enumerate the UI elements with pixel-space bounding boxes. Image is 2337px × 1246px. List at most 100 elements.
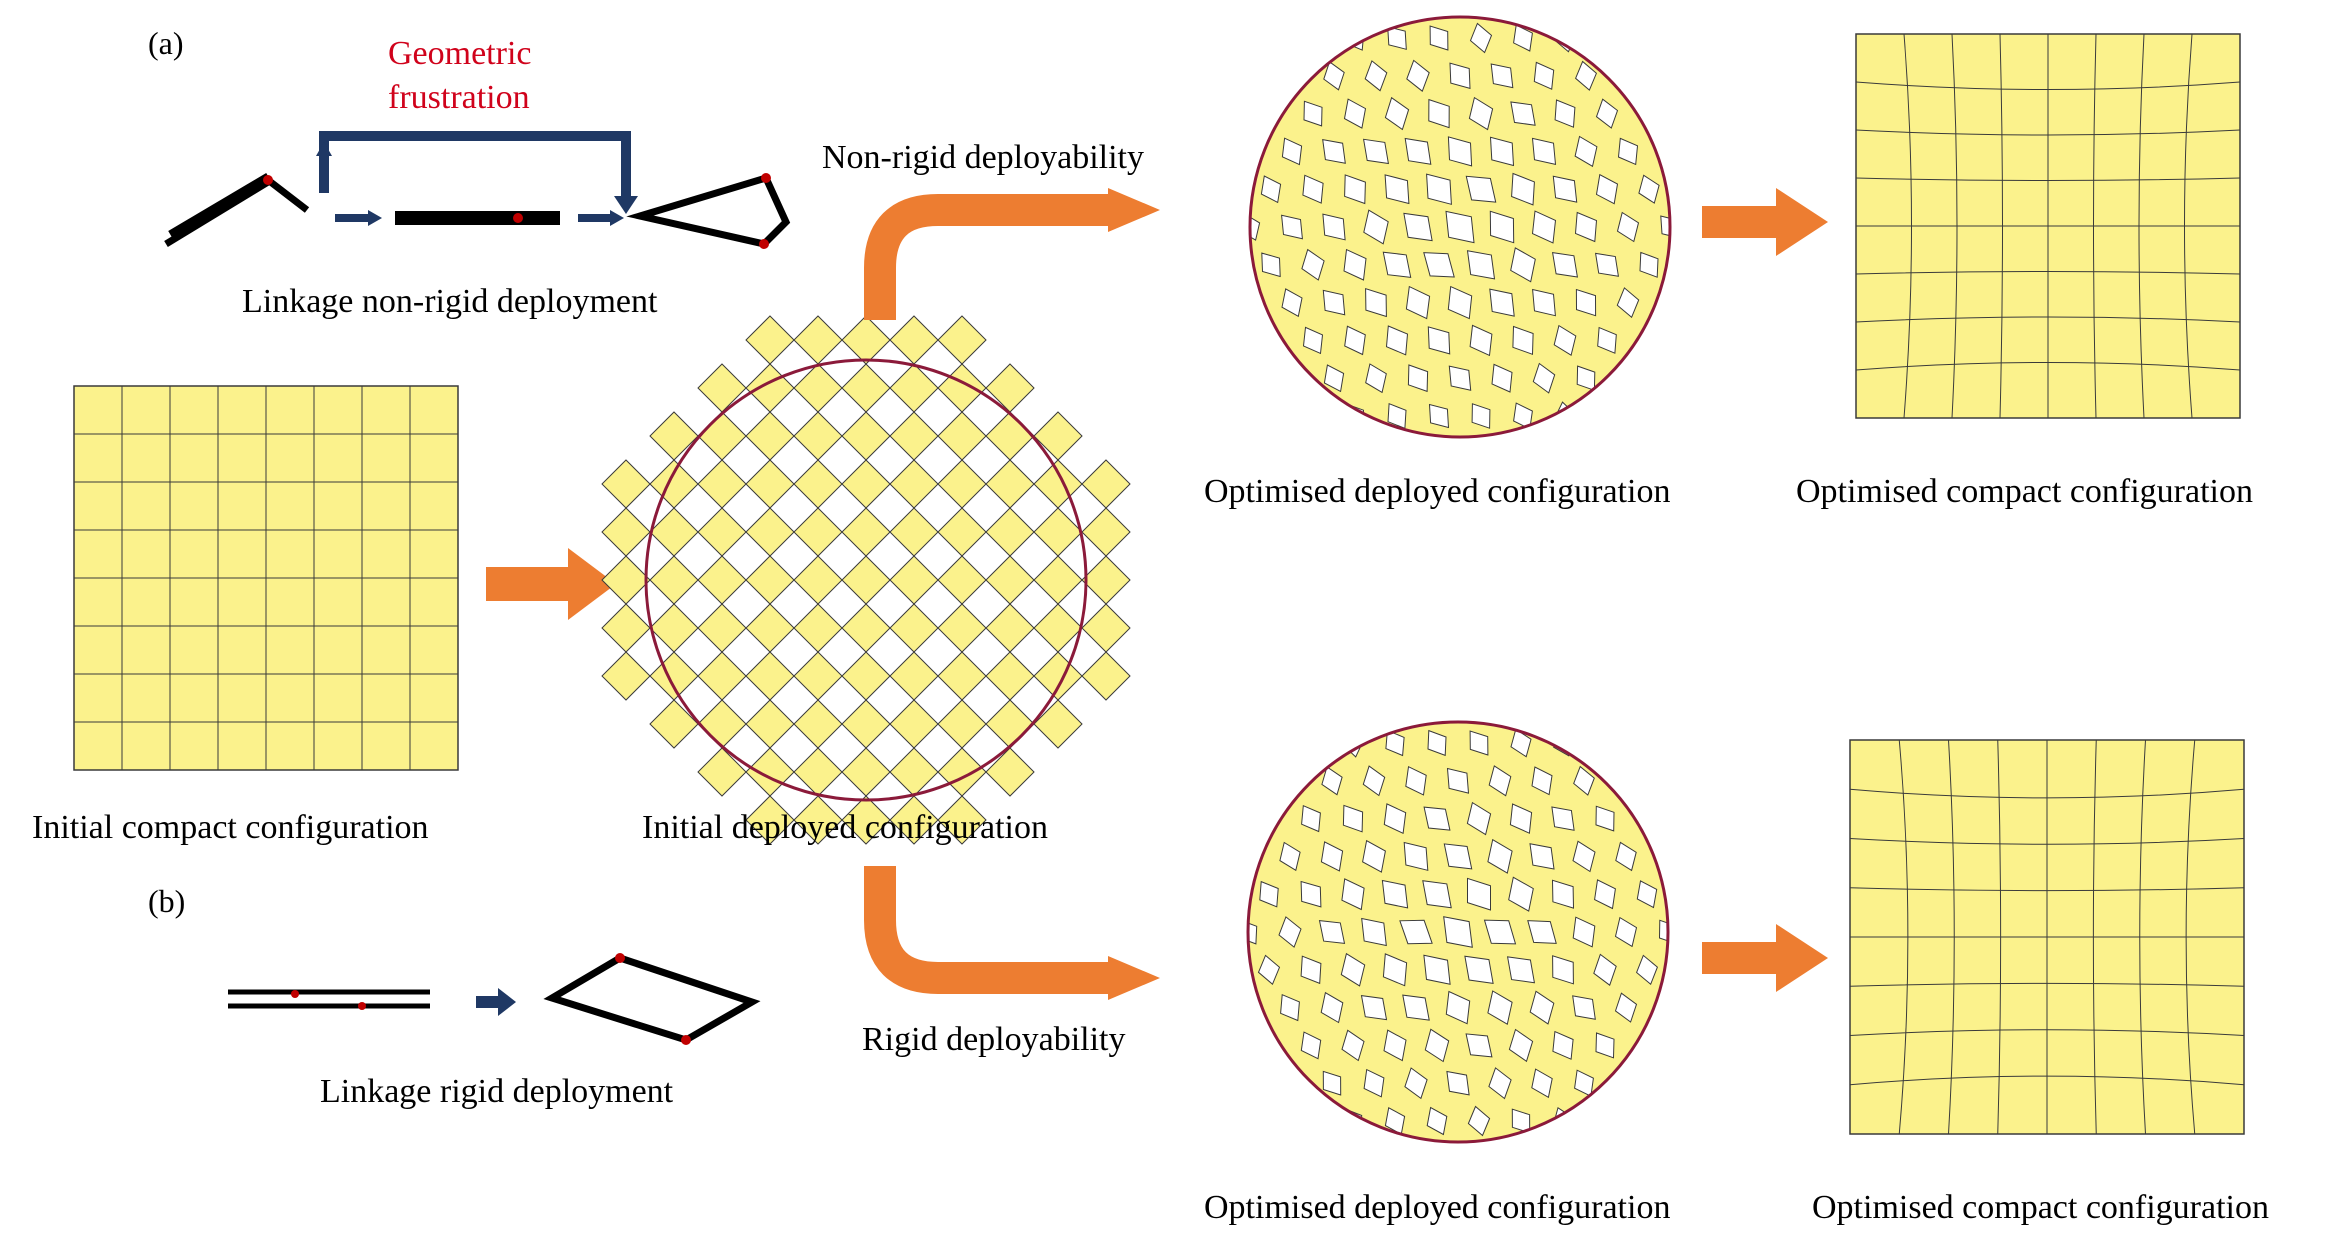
gap-cell [1551, 252, 1579, 278]
gap-cell [1467, 877, 1491, 911]
gap-cell [1404, 137, 1432, 165]
gap-cell [1426, 1106, 1448, 1136]
diamond-tile [793, 795, 843, 845]
gap-cell [1384, 1107, 1406, 1135]
gap-cell [1532, 362, 1556, 394]
linkage-triangle [626, 173, 791, 249]
gap-cell [1554, 99, 1576, 128]
gap-cell [1446, 1070, 1470, 1096]
gap-cell [1407, 364, 1429, 393]
linkage-rigid-diagram: Linkage rigid deployment [228, 953, 761, 1110]
gap-cell [1527, 920, 1557, 944]
gap-cell [1428, 403, 1450, 429]
gap-cell [1322, 138, 1346, 164]
hinge-dot [615, 953, 625, 963]
gap-cell [1658, 919, 1668, 945]
diamond-tile [1081, 555, 1131, 605]
gap-cell [1360, 995, 1388, 1021]
rigid-deployability-label: Rigid deployability [862, 1021, 1125, 1058]
geometric-frustration-label-2: frustration [388, 79, 530, 116]
opt-deployed-bottom-label: Optimised deployed configuration [1204, 1189, 1670, 1226]
gap-cell [1278, 916, 1302, 948]
gap-cell [1552, 175, 1578, 203]
gap-cell [1574, 1069, 1594, 1097]
diamond-tile [601, 507, 651, 557]
gap-cell [1402, 994, 1430, 1021]
gap-cell [1320, 991, 1344, 1024]
diamond-tile [841, 459, 891, 509]
gap-cell [1443, 843, 1473, 870]
gap-cell [1322, 289, 1346, 316]
diamond-tile [937, 459, 987, 509]
diamond-tile [745, 603, 795, 653]
gap-cell [1660, 215, 1670, 239]
gap-cell [1322, 213, 1346, 241]
hinge-dot [759, 239, 769, 249]
opt-compact-top-label: Optimised compact configuration [1796, 473, 2253, 510]
gap-cell [1576, 365, 1596, 391]
panel-label-b: (b) [148, 883, 185, 919]
gap-cell [1529, 843, 1555, 870]
gap-cell [1531, 766, 1553, 796]
diamond-tile [889, 411, 939, 461]
gap-cell [1508, 1028, 1534, 1063]
gap-cell [1423, 954, 1451, 985]
optimised-compact-top [1855, 33, 2241, 419]
gap-cell [1341, 1029, 1365, 1062]
diamond-tile [889, 795, 939, 845]
gap-cell [1387, 402, 1407, 430]
gap-cell [1302, 326, 1324, 355]
gap-cell [1553, 324, 1577, 356]
gap-cell [1594, 252, 1620, 277]
diamond-tile [889, 315, 939, 365]
diamond-tile [793, 699, 843, 749]
gap-cell [1302, 174, 1324, 204]
gap-cell [1257, 954, 1281, 986]
opt-deployed-top-label: Optimised deployed configuration [1204, 473, 1670, 510]
gap-cell [1572, 840, 1596, 873]
diamond-tile [601, 459, 651, 509]
gap-cell [1467, 1105, 1491, 1137]
diamond-tile [1081, 603, 1131, 653]
gap-cell [1341, 878, 1365, 911]
diamond-tile [937, 603, 987, 653]
gap-cell [1531, 137, 1557, 166]
initial-compact-grid [73, 385, 459, 771]
diamond-tile [841, 555, 891, 605]
diamond-tile [841, 747, 891, 797]
diamond-tile [745, 651, 795, 701]
diamond-tile [937, 555, 987, 605]
diamond-tile [793, 315, 843, 365]
gap-cell [1403, 841, 1429, 871]
gap-cell [1616, 211, 1640, 243]
diamond-tile [697, 459, 747, 509]
gap-cell [1595, 805, 1615, 832]
gap-cell [1614, 992, 1638, 1023]
gap-cell [1344, 174, 1366, 205]
gap-cell [1384, 96, 1410, 131]
gap-cell [1364, 60, 1388, 92]
gap-cell [1471, 403, 1491, 429]
gap-cell [1365, 363, 1387, 394]
gap-cell [1406, 59, 1430, 93]
diamond-tile [937, 315, 987, 365]
gap-cell [1343, 98, 1367, 129]
initial-deployed-pattern [601, 315, 1131, 845]
gap-cell [1617, 137, 1639, 166]
gap-cell [1322, 1070, 1342, 1096]
diamond-tile [745, 459, 795, 509]
diamond-tile [697, 507, 747, 557]
diamond-tile [793, 651, 843, 701]
gap-cell [1636, 880, 1658, 909]
diamond-tile [937, 795, 987, 845]
gap-cell [1300, 955, 1322, 985]
gap-cell [1260, 175, 1282, 204]
gap-cell [1405, 765, 1427, 796]
diamond-tile [793, 507, 843, 557]
frustration-bracket-arrowhead [614, 196, 638, 214]
gap-cell [1281, 288, 1303, 318]
gap-cell [1250, 213, 1261, 241]
gap-cell [1382, 953, 1408, 987]
gap-cell [1466, 801, 1492, 836]
diamond-tile [985, 651, 1035, 701]
